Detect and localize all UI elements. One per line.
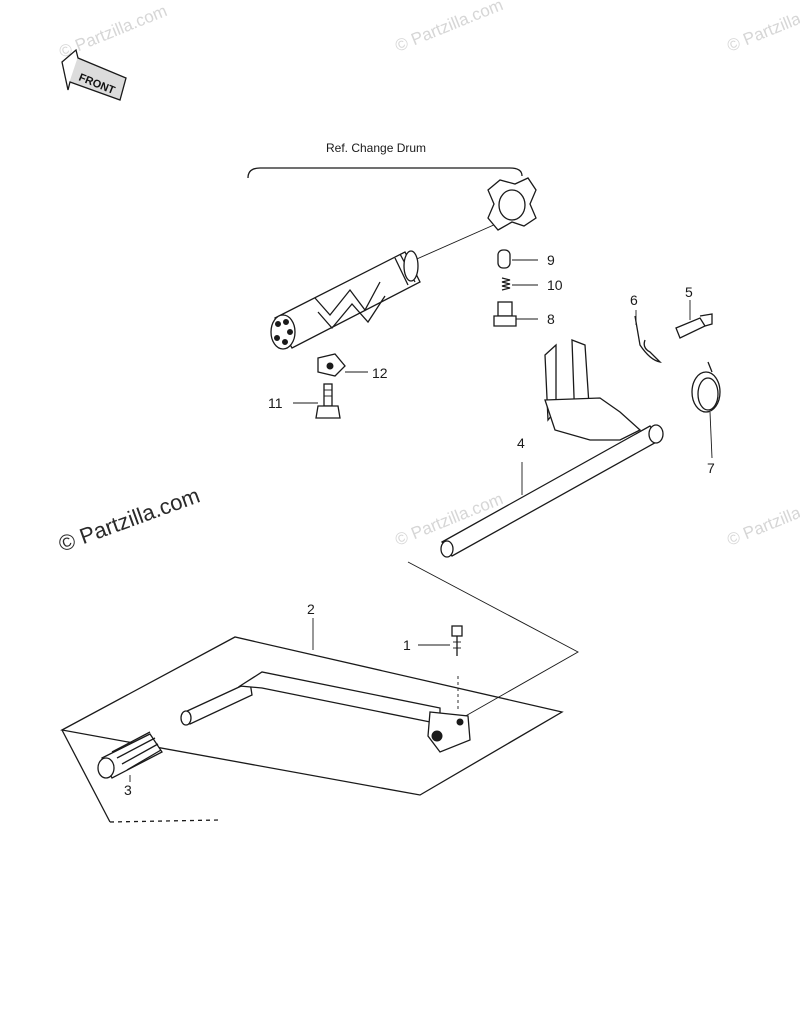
gear-pedal-part-2: [180, 618, 471, 753]
callout-6: 6: [630, 292, 638, 308]
bolt-part-1: [418, 625, 463, 712]
callouts: 1 2 3 4 5 6 7 8 9 10 11 12: [124, 252, 715, 798]
watermark-faint: © Partzilla.com: [724, 0, 800, 56]
ref-change-drum-label: Ref. Change Drum: [326, 141, 426, 155]
shift-shaft-part-4: [440, 339, 664, 558]
callout-12: 12: [372, 365, 388, 381]
bolt-part-8: [493, 301, 538, 327]
pedal-rubber-part-3: [97, 731, 163, 782]
callout-5: 5: [685, 284, 693, 300]
callout-2: 2: [307, 601, 315, 617]
callout-1: 1: [403, 637, 411, 653]
ref-change-drum-bracket: Ref. Change Drum: [247, 141, 523, 179]
pin-part-9: [497, 249, 538, 269]
callout-4: 4: [517, 435, 525, 451]
watermark-group: © Partzilla.com © Partzilla.com © Partzi…: [56, 0, 800, 550]
bolt-part-11: [293, 383, 341, 419]
plate-part-12: [317, 353, 368, 377]
pin-part-5: [675, 300, 713, 339]
front-arrow-icon: FRONT: [61, 48, 127, 101]
callout-3: 3: [124, 782, 132, 798]
change-drum-part: [270, 219, 506, 350]
watermark-faint: © Partzilla.com: [392, 0, 505, 56]
spring-part-10: [501, 277, 538, 291]
callout-8: 8: [547, 311, 555, 327]
spring-part-6: [634, 310, 662, 364]
callout-10: 10: [547, 277, 563, 293]
drum-star-plate-part: [487, 177, 537, 231]
spring-part-7: [691, 361, 721, 459]
callout-7: 7: [707, 460, 715, 476]
watermark-main: © Partzilla.com: [55, 483, 203, 557]
callout-9: 9: [547, 252, 555, 268]
callout-11: 11: [268, 395, 283, 411]
watermark-faint: © Partzilla.com: [724, 489, 800, 550]
